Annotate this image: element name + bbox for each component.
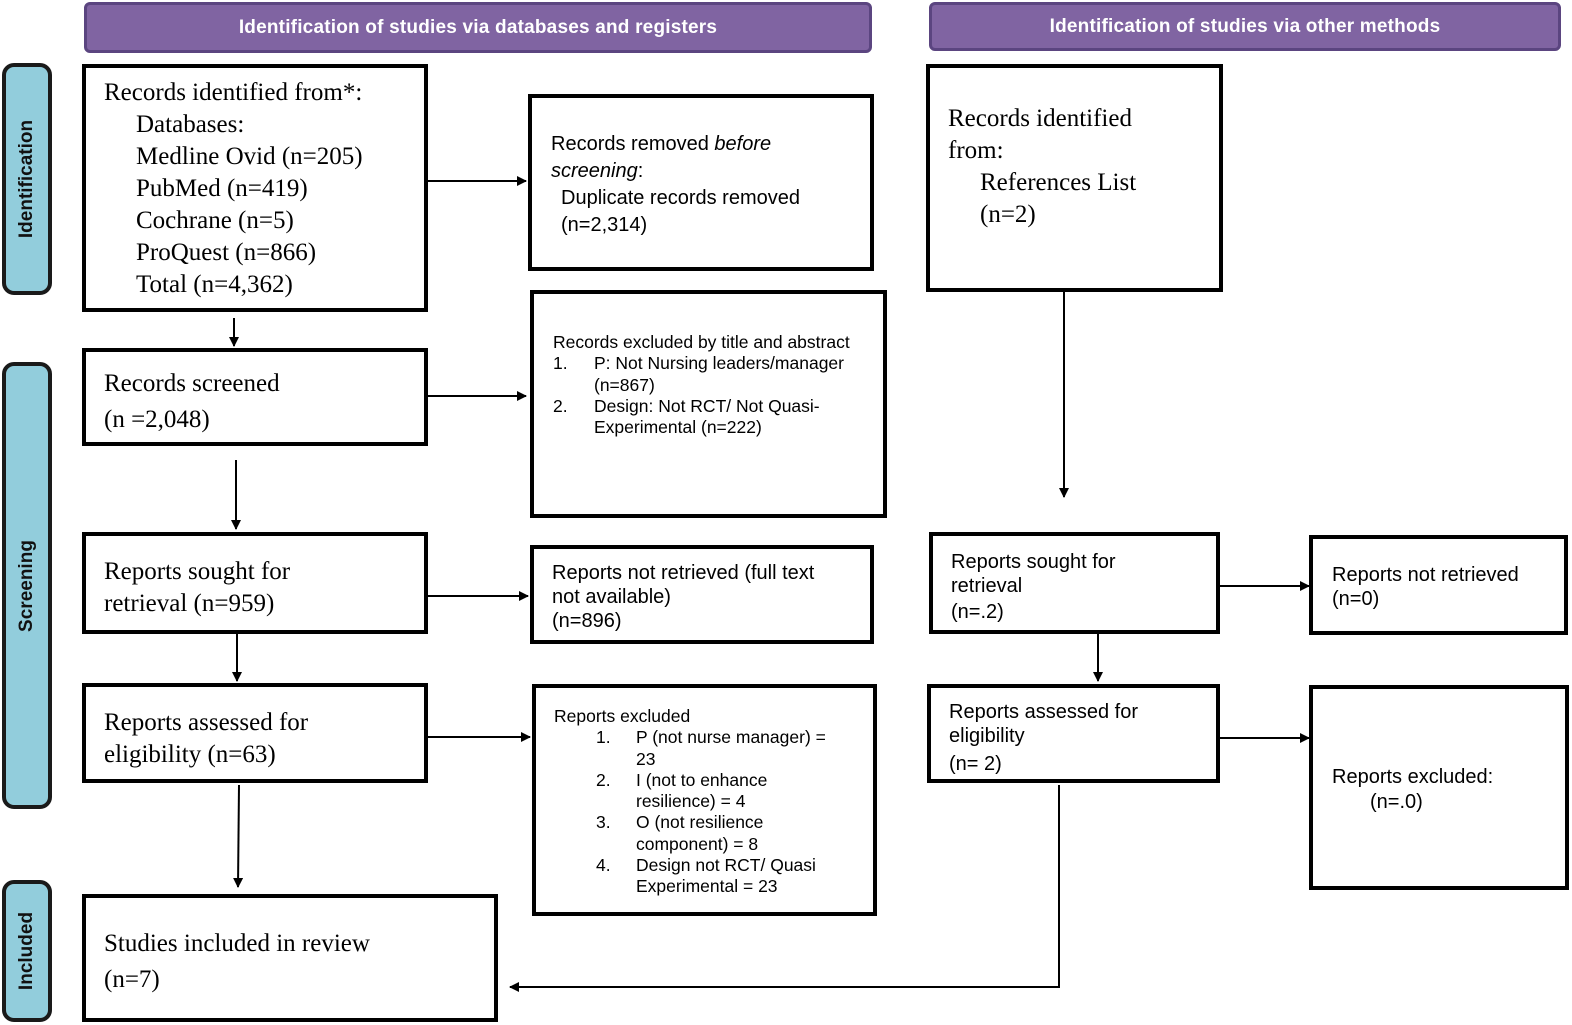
reports-assessed-other-line3: (n= 2)	[949, 753, 1002, 775]
reports-excluded-db-item-text: O (not resilience	[636, 812, 764, 833]
records-excluded-item: 2. Design: Not RCT/ Not Quasi-	[553, 396, 883, 417]
records-identified-db-title: Records identified from*:	[104, 79, 363, 106]
reports-assessed-other-line2: eligibility	[949, 725, 1025, 747]
reports-excluded-db-item-text: I (not to enhance	[636, 769, 768, 790]
records-identified-db-item: Cochrane (n=5)	[136, 207, 294, 234]
reports-sought-other-line3: (n=.2)	[951, 601, 1004, 623]
studies-included-line2: (n=7)	[104, 966, 160, 993]
arrow-assessed-to-included	[233, 784, 244, 888]
reports-assessed-db-box: Reports assessed for eligibility (n=63)	[82, 683, 428, 783]
arrow-other-assessed-to-included	[509, 785, 1060, 992]
reports-assessed-db-line2: eligibility (n=63)	[104, 741, 276, 768]
phase-included: Included	[2, 880, 52, 1022]
records-excluded-item-text: Experimental (n=222)	[594, 417, 762, 438]
phase-screening-label: Screening	[16, 539, 37, 632]
header-databases: Identification of studies via databases …	[84, 2, 872, 53]
reports-excluded-db-box: Reports excluded 1. P (not nurse manager)…	[532, 684, 877, 916]
records-removed-duplicates: Duplicate records removed	[561, 187, 800, 209]
records-excluded-item-num: 2.	[553, 395, 568, 416]
records-excluded-item-text: (n=867)	[594, 374, 655, 395]
records-removed-prefix: Records removed	[551, 133, 715, 155]
records-removed-box: Records removed before screening: Duplic…	[528, 94, 874, 271]
reports-excluded-db-title: Reports excluded	[554, 706, 691, 726]
reports-excluded-db-item-num: 1.	[596, 727, 611, 748]
header-databases-label: Identification of studies via databases …	[238, 16, 718, 38]
reports-sought-other-line2: retrieval	[951, 575, 1023, 597]
records-excluded-item-text: Design: Not RCT/ Not Quasi-	[594, 395, 820, 416]
records-removed-screening: screening	[551, 160, 638, 182]
records-removed-before: before	[714, 133, 772, 155]
reports-not-retrieved-other-box: Reports not retrieved (n=0)	[1309, 535, 1568, 635]
records-identified-db-item: Total (n=4,362)	[136, 271, 293, 298]
header-other-methods-label: Identification of studies via other meth…	[1049, 15, 1441, 37]
records-screened-line1: Records screened	[104, 370, 280, 397]
reports-assessed-other-line1: Reports assessed for	[949, 701, 1138, 723]
records-removed-count: (n=2,314)	[561, 214, 648, 236]
phase-included-label: Included	[16, 911, 37, 991]
records-excluded-item-num: 1.	[553, 353, 568, 374]
reports-excluded-db-item-num: 2.	[596, 769, 611, 790]
reports-not-retrieved-db-box: Reports not retrieved (full text not ava…	[530, 545, 874, 644]
reports-excluded-db-item: 2. I (not to enhance	[554, 770, 873, 791]
records-identified-other-line2: from:	[948, 137, 1004, 164]
reports-not-retrieved-db-line1: Reports not retrieved (full text	[552, 562, 815, 584]
reports-excluded-other-line1: Reports excluded:	[1332, 766, 1494, 788]
records-screened-box: Records screened (n =2,048)	[82, 348, 428, 446]
records-excluded-box: Records excluded by title and abstract 1…	[530, 290, 887, 518]
records-excluded-title: Records excluded by title and abstract	[553, 332, 850, 352]
records-identified-db-box: Records identified from*: Databases: Med…	[82, 64, 428, 312]
records-identified-db-item: Medline Ovid (n=205)	[136, 143, 363, 170]
reports-not-retrieved-db-line3: (n=896)	[552, 610, 622, 632]
reports-sought-db-box: Reports sought for retrieval (n=959)	[82, 532, 428, 634]
reports-excluded-db-item: 1. P (not nurse manager) =	[554, 727, 873, 748]
reports-assessed-other-box: Reports assessed for eligibility (n= 2)	[927, 684, 1220, 783]
reports-excluded-db-item-text: 23	[636, 748, 656, 769]
reports-excluded-db-item-text: component) = 8	[636, 833, 759, 854]
header-other-methods: Identification of studies via other meth…	[929, 2, 1561, 51]
reports-not-retrieved-db-line2: not available)	[552, 586, 671, 608]
records-screened-line2: (n =2,048)	[104, 406, 210, 433]
reports-excluded-db-item-num: 3.	[596, 812, 611, 833]
phase-identification-label: Identification	[16, 119, 38, 239]
records-excluded-item-text: P: Not Nursing leaders/manager	[594, 353, 844, 374]
reports-excluded-db-item: 4. Design not RCT/ Quasi	[554, 855, 873, 876]
records-identified-other-line4: (n=2)	[980, 201, 1036, 228]
records-identified-other-box: Records identified from: References List…	[926, 64, 1223, 292]
records-removed-line1: Records removed before	[551, 131, 870, 158]
phase-screening: Screening	[2, 362, 52, 809]
reports-excluded-db-item-text: Design not RCT/ Quasi	[636, 855, 816, 876]
records-identified-db-item: PubMed (n=419)	[136, 175, 308, 202]
reports-excluded-db-item-text: Experimental = 23	[636, 876, 778, 897]
reports-sought-db-line2: retrieval (n=959)	[104, 590, 275, 617]
reports-sought-other-box: Reports sought for retrieval (n=.2)	[929, 532, 1220, 634]
reports-excluded-db-item-num: 4.	[596, 855, 611, 876]
reports-sought-db-line1: Reports sought for	[104, 558, 291, 585]
reports-assessed-db-line1: Reports assessed for	[104, 709, 309, 736]
records-removed-line2: screening:	[551, 158, 870, 185]
records-identified-other-line3: References List	[980, 169, 1137, 196]
records-excluded-item: 1. P: Not Nursing leaders/manager	[553, 353, 883, 374]
reports-not-retrieved-other-line2: (n=0)	[1332, 588, 1380, 610]
records-identified-other-line1: Records identified	[948, 105, 1132, 132]
reports-excluded-db-item-text: P (not nurse manager) =	[636, 727, 826, 748]
records-identified-db-item: ProQuest (n=866)	[136, 239, 317, 266]
reports-sought-other-line1: Reports sought for	[951, 551, 1116, 573]
phase-identification: Identification	[2, 63, 52, 295]
reports-excluded-other-line2: (n=.0)	[1370, 791, 1423, 813]
reports-excluded-db-item-text: resilience) = 4	[636, 791, 746, 812]
records-identified-db-subtitle: Databases:	[136, 111, 245, 138]
reports-not-retrieved-other-line1: Reports not retrieved	[1332, 564, 1519, 586]
reports-excluded-other-box: Reports excluded: (n=.0)	[1309, 685, 1569, 890]
studies-included-box: Studies included in review (n=7)	[82, 894, 498, 1022]
records-removed-colon: :	[637, 160, 644, 182]
reports-excluded-db-item: 3. O (not resilience	[554, 812, 873, 833]
studies-included-line1: Studies included in review	[104, 930, 370, 957]
